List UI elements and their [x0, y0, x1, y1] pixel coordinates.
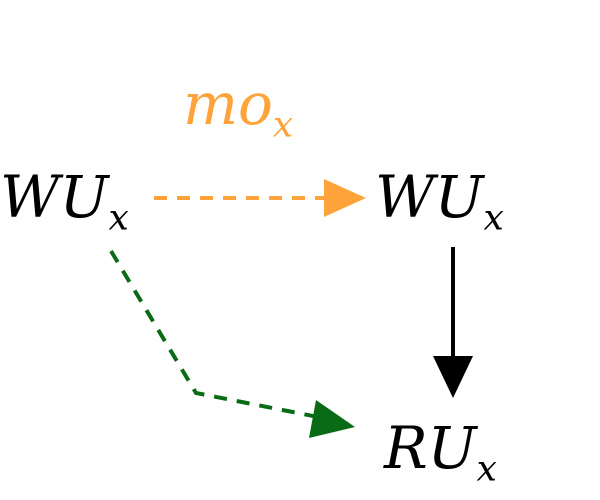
- node-read-subscript: x: [476, 448, 497, 490]
- node-read-main: RU: [384, 414, 477, 482]
- node-target: WUx: [375, 168, 504, 236]
- green-edge-line: [109, 249, 319, 419]
- mo-edge-label: mox: [183, 75, 293, 143]
- node-read: RUx: [384, 419, 497, 487]
- node-source-subscript: x: [108, 197, 129, 239]
- green-edge-arrowhead: [309, 400, 355, 438]
- node-target-main: WU: [375, 163, 484, 231]
- mo-label-subscript: x: [272, 104, 294, 146]
- node-source-main: WU: [0, 163, 109, 231]
- mo-label-main: mo: [183, 70, 273, 138]
- read-edge-arrowhead: [433, 356, 473, 398]
- node-target-subscript: x: [483, 197, 504, 239]
- mo-edge-arrowhead: [324, 179, 366, 217]
- node-source: WUx: [0, 168, 129, 236]
